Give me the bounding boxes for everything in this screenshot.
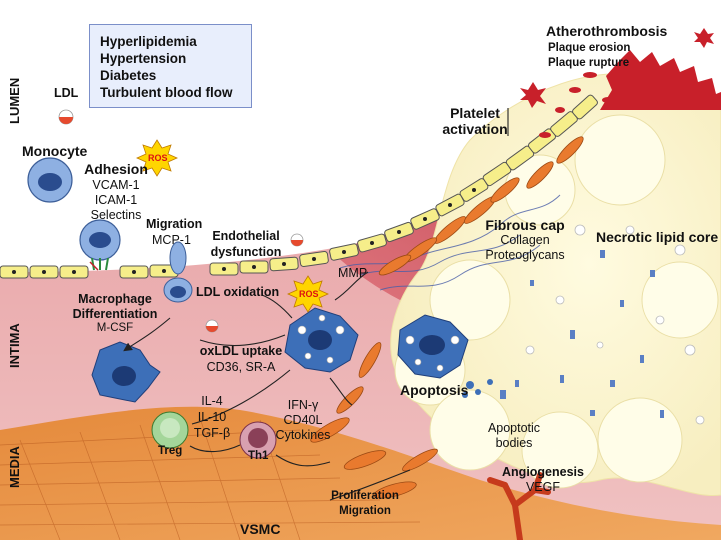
- apoptotic-label: Apoptotic: [487, 421, 541, 435]
- risk-factor: Turbulent blood flow: [100, 85, 233, 100]
- bodies-label: bodies: [495, 436, 533, 450]
- mmp-label: MMP: [338, 266, 368, 280]
- risk-factor: Diabetes: [100, 68, 157, 83]
- collagen-label: Collagen: [500, 233, 550, 247]
- fibrous-cap-label: Fibrous cap: [485, 217, 565, 233]
- thrombus: [520, 28, 721, 110]
- necrotic-core-label: Necrotic lipid core: [596, 229, 719, 245]
- adhesion-molecule: ICAM-1: [94, 193, 138, 207]
- differentiation-label: Differentiation: [72, 307, 158, 321]
- ldl-particle: [58, 109, 74, 125]
- angiogenesis-label: Angiogenesis: [502, 465, 584, 479]
- receptors-label: CD36, SR-A: [206, 360, 276, 374]
- plaque-rupture-label: Plaque rupture: [548, 57, 630, 69]
- migration-label: Migration: [146, 217, 203, 231]
- vsmc-label: VSMC: [240, 521, 281, 537]
- treg-cell: [151, 411, 189, 449]
- adhesion-label: Adhesion: [84, 161, 148, 177]
- ldl-oxidation-label: LDL oxidation: [196, 285, 280, 299]
- th1-label: Th1: [248, 450, 269, 462]
- pathway-arrows: [123, 108, 509, 501]
- lipid-crystals: [500, 250, 664, 418]
- adhering-monocyte: [79, 219, 121, 271]
- mcp1-label: MCP-1: [152, 233, 191, 247]
- th1-cytokine: Cytokines: [275, 428, 331, 442]
- ros-burst-lumen: [136, 139, 178, 177]
- adhesion-molecule: Selectins: [90, 208, 142, 222]
- apoptosis-label: Apoptosis: [400, 382, 469, 398]
- ldl-particle-dysfunction: [290, 233, 304, 247]
- proliferation-label: Proliferation: [331, 490, 399, 502]
- macrophage-label: Macrophage: [78, 292, 152, 306]
- treg-cytokine: IL-4: [201, 394, 223, 408]
- endothelial-nuclei: [12, 188, 476, 274]
- migration-vsmc-label: Migration: [339, 505, 391, 517]
- platelets: [539, 72, 614, 138]
- layer-label-media: MEDIA: [7, 446, 22, 488]
- treg-cytokine: IL-10: [197, 410, 227, 424]
- angiogenesis-vessel: [487, 472, 551, 540]
- apoptotic-bodies: [462, 379, 493, 398]
- ldl-particle-oxidized: [205, 319, 219, 333]
- dysfunction-label: dysfunction: [210, 245, 282, 259]
- platelet-label: Platelet: [450, 105, 500, 121]
- endothelial-label: Endothelial: [212, 229, 280, 243]
- oxldl-uptake-label: oxLDL uptake: [199, 344, 283, 358]
- ldl-label: LDL: [54, 86, 79, 100]
- th1-cytokine: IFN-γ: [287, 398, 319, 412]
- ros-label-intima: ROS: [299, 289, 319, 299]
- treg-label: Treg: [158, 445, 183, 457]
- monocyte-label: Monocyte: [22, 143, 88, 159]
- risk-factor-box: Hyperlipidemia Hypertension Diabetes Tur…: [89, 24, 252, 108]
- treg-cytokine: TGF-β: [193, 426, 231, 440]
- mcsf-label: M-CSF: [96, 322, 134, 334]
- layer-label-intima: INTIMA: [7, 323, 22, 368]
- foam-cell-1: [284, 307, 359, 373]
- th1-cell: [239, 421, 277, 459]
- adhesion-molecule: VCAM-1: [92, 178, 140, 192]
- media-fibers: [0, 417, 421, 540]
- migrating-monocyte: [163, 241, 193, 303]
- foam-cell-2: [397, 314, 469, 379]
- ros-burst-intima: [287, 275, 329, 313]
- atherothrombosis-label: Atherothrombosis: [546, 23, 668, 39]
- risk-factor: Hypertension: [100, 51, 187, 66]
- layer-label-lumen: LUMEN: [7, 77, 22, 124]
- macrophage-cell: [91, 341, 161, 403]
- vegf-label: VEGF: [525, 480, 561, 494]
- vsmc-cells: [310, 136, 584, 499]
- activation-label: activation: [442, 121, 508, 137]
- ros-label-lumen: ROS: [148, 153, 168, 163]
- risk-factor: Hyperlipidemia: [100, 34, 197, 49]
- proteoglycans-label: Proteoglycans: [485, 248, 565, 262]
- lipid-droplets: [525, 224, 705, 425]
- monocyte-cell: [27, 157, 73, 203]
- th1-cytokine: CD40L: [283, 413, 323, 427]
- plaque-erosion-label: Plaque erosion: [548, 42, 631, 54]
